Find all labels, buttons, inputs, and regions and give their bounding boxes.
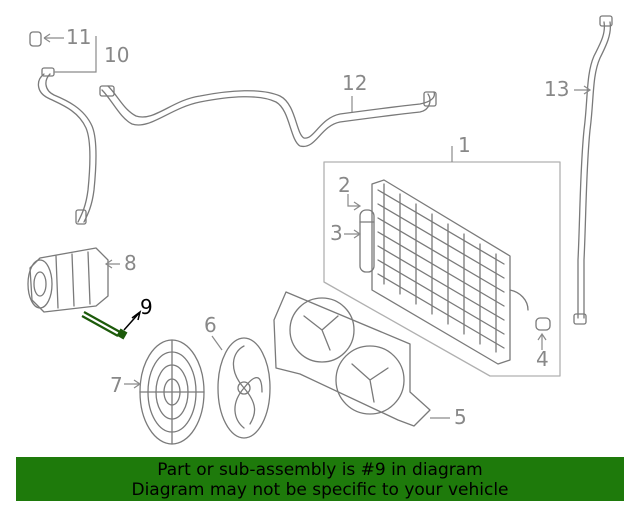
leader-4 <box>537 332 547 350</box>
leader-3 <box>344 229 362 239</box>
banner-line-1: Part or sub-assembly is #9 in diagram <box>157 460 483 480</box>
callout-12: 12 <box>342 71 367 95</box>
leader-7 <box>124 379 142 389</box>
callout-2: 2 <box>338 173 351 197</box>
info-banner: Part or sub-assembly is #9 in diagram Di… <box>16 457 624 501</box>
callout-10: 10 <box>104 43 129 67</box>
part-8-compressor <box>27 247 109 313</box>
callout-4: 4 <box>536 347 549 371</box>
part-6-fan <box>217 337 271 439</box>
arrow-11 <box>43 33 51 43</box>
banner-line-2: Diagram may not be specific to your vehi… <box>131 480 509 500</box>
part-13-hose <box>573 15 613 325</box>
leader-10 <box>54 36 97 73</box>
leader-2 <box>347 194 362 211</box>
part-10-hose <box>29 31 97 225</box>
part-2-drier <box>359 209 375 273</box>
callout-8: 8 <box>124 251 137 275</box>
callout-5: 5 <box>454 405 467 429</box>
callout-7: 7 <box>110 373 123 397</box>
callout-11: 11 <box>66 25 91 49</box>
callout-1: 1 <box>458 133 471 157</box>
leader-8 <box>104 259 120 269</box>
part-9-bolt <box>81 311 128 340</box>
part-7-guard <box>139 339 205 445</box>
part-4-cap <box>535 317 551 331</box>
leader-9 <box>123 310 142 331</box>
part-5-shroud <box>273 291 431 427</box>
callout-13: 13 <box>544 77 569 101</box>
callout-9: 9 <box>140 295 153 319</box>
part-1-condenser <box>323 161 561 377</box>
part-12-hose <box>99 85 437 147</box>
callout-3: 3 <box>330 221 343 245</box>
callout-6: 6 <box>204 313 217 337</box>
leader-13 <box>574 85 592 95</box>
leader-6 <box>211 335 223 351</box>
parts-diagram: 1 2 3 4 5 6 7 8 9 10 11 12 13 <box>27 15 613 445</box>
